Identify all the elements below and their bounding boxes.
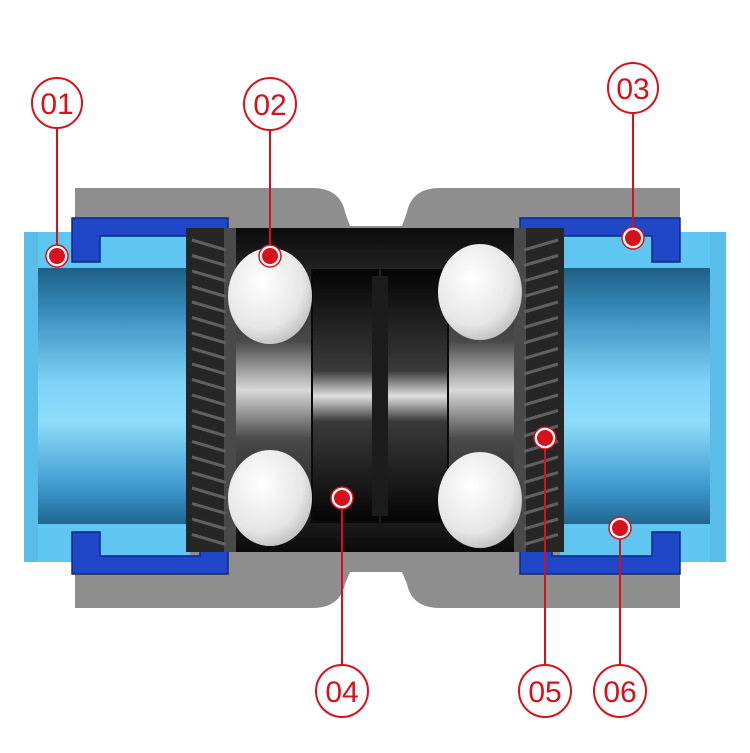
o-ring-top-right (438, 244, 522, 340)
callout-dot (49, 248, 65, 264)
grip-tooth (523, 269, 559, 283)
grip-tooth (191, 316, 227, 329)
pipe-stop-right (381, 269, 449, 523)
o-ring-bottom-right (438, 452, 522, 548)
o-ring-top-left (228, 248, 312, 344)
callout-label: 04 (325, 676, 358, 709)
grip-tooth (191, 409, 227, 422)
grip-tooth (191, 347, 227, 360)
callout-dot (612, 520, 628, 536)
grip-tooth (191, 486, 227, 500)
grip-tooth (191, 300, 227, 314)
callout-dot (537, 430, 553, 446)
grip-tooth (523, 362, 559, 376)
grip-tooth (191, 378, 227, 391)
grip-tooth (191, 238, 227, 252)
grip-tooth (191, 254, 227, 267)
grip-tooth (191, 533, 227, 546)
grip-tooth (191, 455, 227, 469)
grip-tooth (523, 285, 559, 298)
grip-tooth (523, 502, 559, 515)
grip-tooth (523, 409, 559, 422)
grip-tooth (191, 269, 227, 283)
grip-tooth (523, 254, 559, 267)
grip-tooth (523, 238, 559, 252)
grip-tooth (523, 300, 559, 314)
grip-tooth (523, 533, 559, 546)
callout-label: 05 (528, 676, 561, 709)
grip-tooth (191, 424, 227, 438)
grip-tooth (523, 378, 559, 391)
callout-02: 02 (243, 77, 297, 268)
grip-tooth (523, 517, 559, 531)
grip-tooth (191, 517, 227, 531)
grip-tooth (191, 285, 227, 298)
grip-tooth (191, 331, 227, 345)
grip-tooth (191, 440, 227, 453)
pipe-stop-center (372, 276, 388, 516)
callout-label: 03 (616, 73, 649, 106)
o-ring-bottom-left (228, 450, 312, 546)
right-pipe-end (710, 232, 726, 562)
callout-dot (625, 230, 641, 246)
callout-label: 02 (253, 89, 286, 122)
grip-tooth (523, 393, 559, 407)
callout-dot (262, 248, 278, 264)
callout-01: 01 (31, 77, 83, 268)
callout-06: 06 (593, 516, 647, 718)
grip-tooth (523, 347, 559, 360)
grip-tooth (523, 471, 559, 484)
callout-04: 04 (315, 486, 369, 718)
grip-tooth (191, 502, 227, 515)
grip-tooth (523, 455, 559, 469)
left-pipe-end (24, 232, 38, 562)
grip-tooth (523, 331, 559, 345)
callout-05: 05 (518, 426, 572, 718)
grip-tooth (523, 316, 559, 329)
callout-label: 01 (40, 88, 73, 121)
left-grip-ring (186, 228, 236, 552)
callout-03: 03 (607, 62, 659, 250)
callout-label: 06 (603, 676, 636, 709)
grip-tooth (191, 471, 227, 484)
grip-tooth (191, 393, 227, 407)
pipe-stop-left (311, 269, 379, 523)
callout-dot (334, 490, 350, 506)
grip-tooth (191, 362, 227, 376)
right-grip-ring (514, 228, 564, 552)
right-pipe-bore (560, 268, 726, 524)
grip-tooth (523, 486, 559, 500)
left-pipe-bore (24, 268, 190, 524)
